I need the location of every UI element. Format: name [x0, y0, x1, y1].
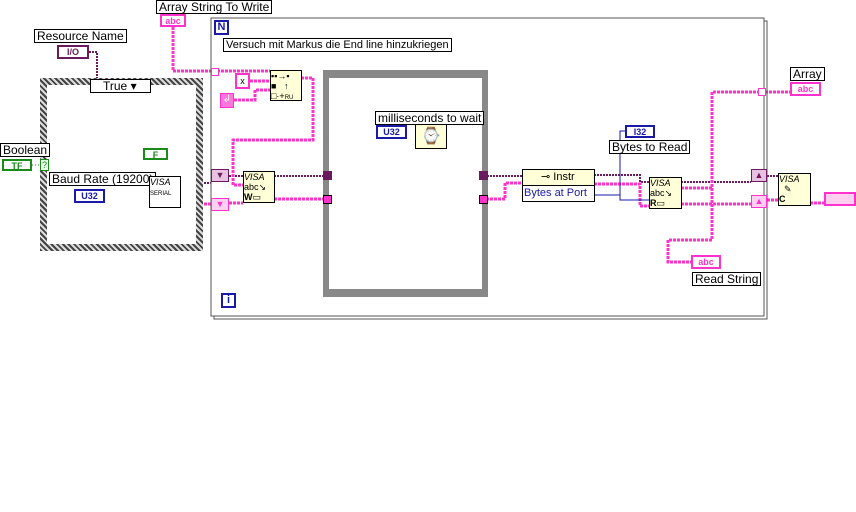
flat-sequence-structure — [323, 70, 488, 297]
shift-register-right-refnum[interactable]: ▲ — [751, 169, 767, 182]
end-of-line-constant-icon[interactable]: ↲ — [220, 93, 234, 108]
baud-rate-label: Baud Rate (19200) — [49, 172, 157, 186]
loop-count-terminal[interactable]: N — [214, 20, 229, 35]
sequence-tunnel — [323, 171, 332, 180]
case-selector-value: True — [103, 79, 128, 93]
visa-read-text: VISA — [650, 178, 671, 188]
bytes-to-read-label: Bytes to Read — [609, 140, 691, 154]
ms-to-wait-label: milliseconds to wait — [375, 111, 485, 125]
sequence-tunnel — [479, 195, 488, 204]
array-tunnel-out — [758, 88, 766, 96]
array-label: Array — [790, 67, 825, 81]
visa-configure-serial-node[interactable]: VISA SERIAL — [149, 176, 181, 208]
property-class: ⊸ Instr — [523, 170, 594, 186]
close-letter: C — [779, 194, 786, 204]
wait-clock-icon[interactable]: ⌚ — [415, 124, 447, 149]
sequence-tunnel — [479, 171, 488, 180]
shift-register-right-error[interactable]: ▲ — [751, 195, 767, 208]
loop-comment: Versuch mit Markus die End line hinzukri… — [223, 38, 452, 52]
shift-register-left-refnum[interactable]: ▼ — [211, 169, 229, 182]
property-node[interactable]: ⊸ Instr Bytes at Port — [522, 169, 595, 202]
chevron-down-icon: ▾ — [130, 79, 137, 93]
property-class-text: Instr — [553, 171, 575, 183]
visa-close-node[interactable]: VISA ✎C — [778, 173, 811, 206]
read-letter: R — [650, 198, 657, 208]
shift-register-left-error[interactable]: ▼ — [211, 198, 229, 211]
sequence-tunnel — [323, 195, 332, 204]
read-string-label: Read String — [692, 272, 762, 286]
visa-close-text: VISA — [779, 174, 800, 184]
property-bytes-at-port[interactable]: Bytes at Port — [523, 186, 594, 201]
array-tunnel-in — [211, 68, 219, 76]
false-constant[interactable]: F — [143, 148, 168, 160]
bytes-to-read-terminal[interactable]: I32 — [625, 125, 655, 138]
visa-write-text: VISA — [244, 172, 265, 182]
wire-error-loop — [274, 181, 522, 201]
visa-serial-text: VISA — [150, 177, 171, 187]
loop-index-terminal: i — [221, 293, 236, 308]
array-terminal[interactable]: abc — [790, 82, 821, 96]
baud-rate-terminal[interactable]: U32 — [74, 189, 105, 203]
array-string-to-write-terminal[interactable]: abc — [160, 14, 186, 27]
boolean-terminal[interactable]: TF — [2, 159, 32, 171]
array-string-to-write-label: Array String To Write — [156, 0, 273, 14]
case-selector[interactable]: True ▾ — [90, 79, 151, 93]
read-string-terminal[interactable]: abc — [691, 255, 721, 269]
resource-name-label: Resource Name — [34, 29, 127, 43]
case-structure — [40, 78, 203, 251]
serial-text: SERIAL — [150, 191, 172, 197]
ms-to-wait-terminal[interactable]: U32 — [376, 125, 407, 139]
write-letter: W — [244, 192, 253, 202]
wire-array-string — [171, 27, 270, 73]
abc-text: abc — [244, 182, 259, 192]
abc-text: abc — [650, 188, 665, 198]
x-constant[interactable]: x — [235, 73, 250, 89]
build-array-icon[interactable]: ▪▪→▪■ ↑□·+RU — [270, 70, 302, 101]
boolean-label: Boolean — [0, 143, 51, 157]
resource-name-terminal[interactable]: I/O — [57, 45, 89, 59]
error-out-cluster-terminal[interactable] — [824, 192, 856, 206]
case-selector-terminal: ? — [40, 159, 49, 171]
